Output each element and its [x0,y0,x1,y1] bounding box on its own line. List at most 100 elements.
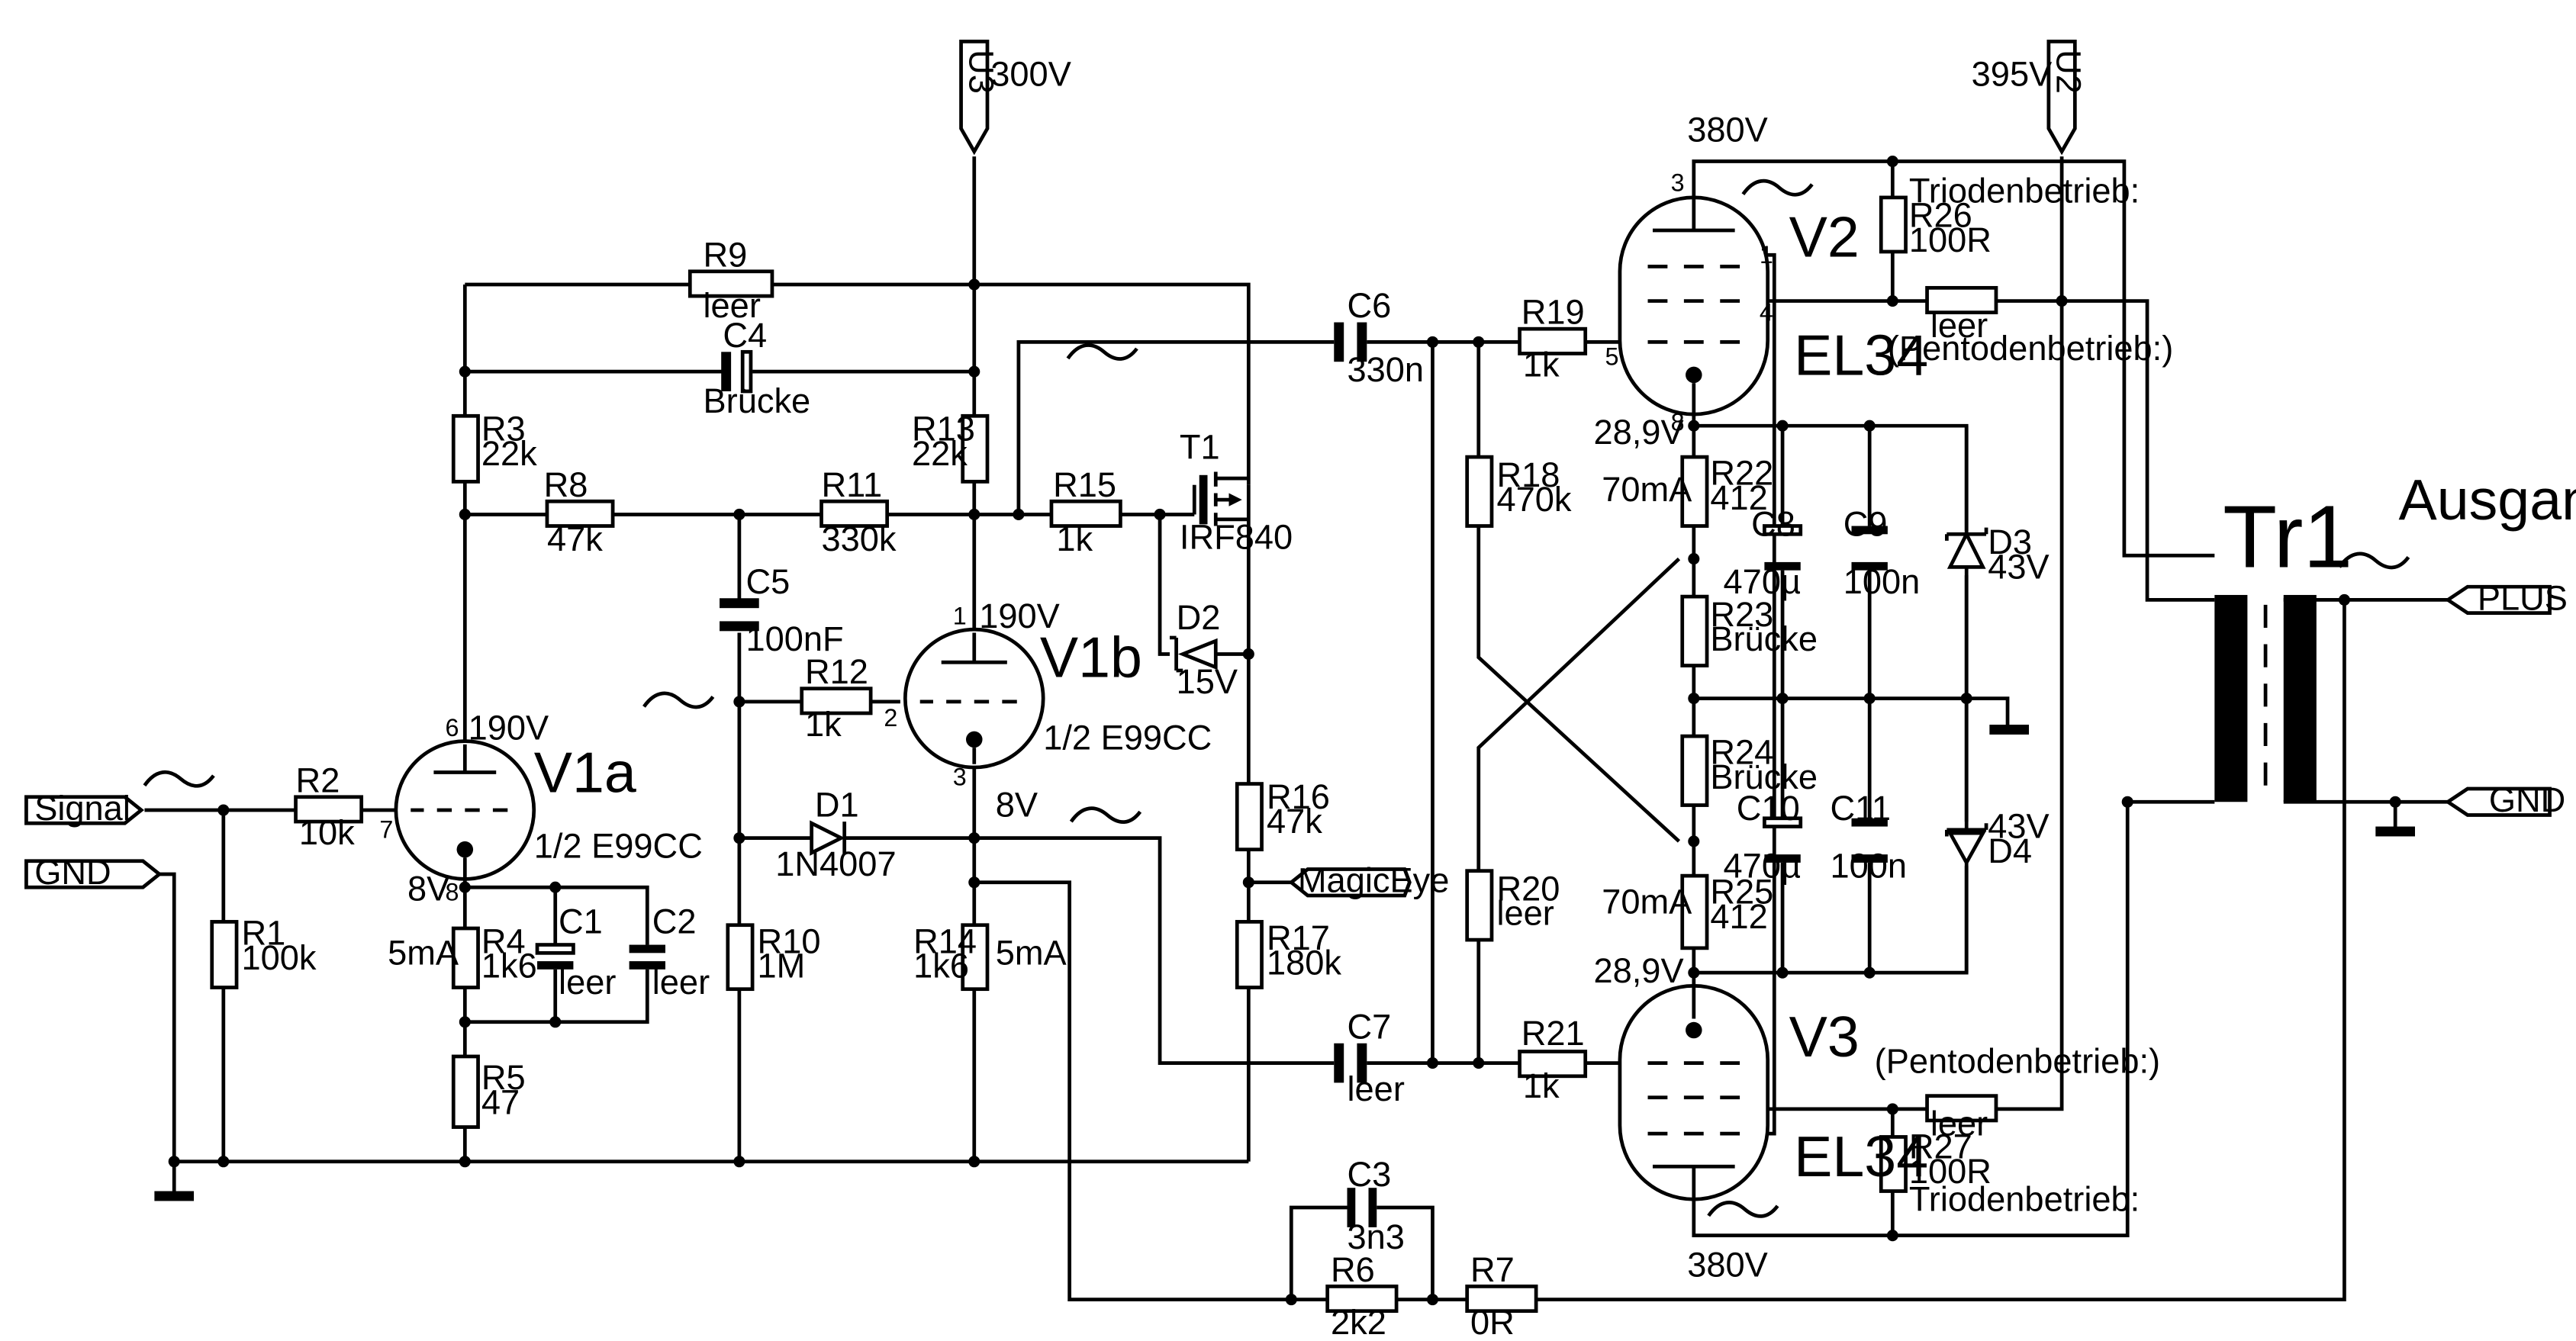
gnd-output-port[interactable]: GND [2444,780,2565,819]
c1-ref: C1 [559,902,603,941]
v2-pin-g2: 4 [1760,298,1773,326]
leer-top-value: leer [1930,306,1988,345]
u3-port-label: U3 [961,50,1000,94]
tube-v1b [903,627,1045,770]
c2-value: leer [652,963,710,1002]
v1a-name: V1a [534,740,636,804]
v2-pin-cathode: 8 [1671,409,1685,436]
r6-ref: R6 [1331,1250,1375,1289]
r12-ref: R12 [805,652,868,691]
gnd-input-port[interactable]: GND [24,853,163,892]
r25-value: 412 [1710,897,1767,936]
tube-v3 [1618,984,1770,1201]
r20-value: leer [1496,894,1554,933]
r10-ref: R10 [758,921,821,960]
resistor-r5 [451,1054,480,1129]
v1b-pin-cathode: 3 [953,764,967,791]
resistor-r6 [1325,1285,1399,1314]
r18-ref: R18 [1496,455,1560,494]
triode-note-top: Triodenbetrieb: [1909,171,2140,210]
resistor-r3 [451,413,480,484]
ground-symbol [2375,826,2415,837]
capacitor-c5 [720,598,759,632]
u2-supply-port[interactable]: U2 [2046,40,2088,156]
c5-value: 100nF [745,619,843,658]
resistor-leer-top [1925,285,1998,315]
resistor-leer-bottom [1925,1094,1998,1123]
r7-ref: R7 [1470,1250,1515,1289]
r11-value: 330k [822,519,897,558]
magiceye-port[interactable]: MagicEye [1288,861,1449,900]
capacitor-c2 [629,944,665,970]
r23-value: Brücke [1710,619,1818,658]
resistor-r2 [294,795,364,824]
triode-note-bottom: Triodenbetrieb: [1909,1179,2140,1218]
r8-ref: R8 [544,465,588,504]
r9-ref: R9 [704,235,748,274]
r14-ref: R14 [913,921,977,960]
resistor-r21 [1518,1050,1588,1079]
resistor-r8 [545,499,615,528]
v2-type: EL34 [1794,323,1928,387]
r12-value: 1k [805,705,842,744]
v1b-cathode-voltage: 8V [996,786,1038,825]
c2-ref: C2 [652,902,697,941]
v1a-pin-cathode: 8 [445,878,459,905]
resistor-r26 [1879,195,1908,254]
v1a-current: 5mA [388,933,459,972]
v2-cathode-voltage: 28,9V [1593,413,1683,452]
resistor-r16 [1235,782,1264,852]
resistor-r1 [210,920,239,989]
d4-ref: D4 [1988,831,2032,870]
r19-value: 1k [1523,346,1560,384]
r9-value: leer [704,286,761,325]
capacitors [535,322,1888,1227]
r21-ref: R21 [1521,1014,1585,1053]
r15-value: 1k [1056,519,1093,558]
resistor-r24 [1680,734,1709,807]
v2-name: V2 [1789,204,1860,269]
c4-ref: C4 [723,316,767,355]
c8-ref: C8 [1751,504,1795,543]
r1-ref: R1 [242,914,286,953]
zener-d4 [1945,823,1988,867]
v2-current: 70mA [1602,470,1692,509]
junction-dots [168,156,2401,1306]
resistor-r12 [800,687,873,716]
signal-tilde-marks [143,179,2410,1218]
c3-ref: C3 [1348,1155,1392,1194]
resistor-r20 [1465,869,1494,942]
v1b-anode-voltage: 190V [979,597,1060,635]
capacitor-c6 [1334,322,1367,362]
c6-ref: C6 [1348,286,1392,325]
resistor-r22 [1680,455,1709,528]
r13-ref: R13 [912,410,975,449]
c10-value: 470µ [1724,846,1801,885]
v1b-name: V1b [1040,625,1142,690]
ground-symbol [1989,725,2030,735]
zener-d3 [1945,527,1988,569]
wires [144,156,2449,1301]
c7-value: leer [1348,1069,1405,1108]
r2-value: 10k [299,813,355,852]
ground-symbol [154,1191,195,1201]
plus-output-port[interactable]: PLUS [2444,578,2568,617]
r22-value: 412 [1710,478,1767,517]
v1b-type: 1/2 E99CC [1043,718,1212,757]
u3-supply-port[interactable]: U3 [959,40,1001,156]
v3-name: V3 [1789,1005,1860,1069]
c11-value: 100n [1831,846,1908,885]
pentode-note-top: (Pentodenbetrieb:) [1888,329,2173,368]
signal-port[interactable]: Signal [24,789,144,828]
v3-type: EL34 [1794,1124,1928,1188]
r14-value: 1k6 [913,947,969,986]
r3-ref: R3 [481,410,526,449]
resistor-r11 [819,499,890,528]
v3-cathode-voltage: 28,9V [1593,951,1683,990]
resistor-r27 [1879,1135,1908,1193]
resistor-r4 [451,926,480,989]
resistor-r10 [726,923,755,992]
c11-ref: C11 [1831,789,1892,828]
v2-pin-anode: 3 [1671,169,1685,196]
